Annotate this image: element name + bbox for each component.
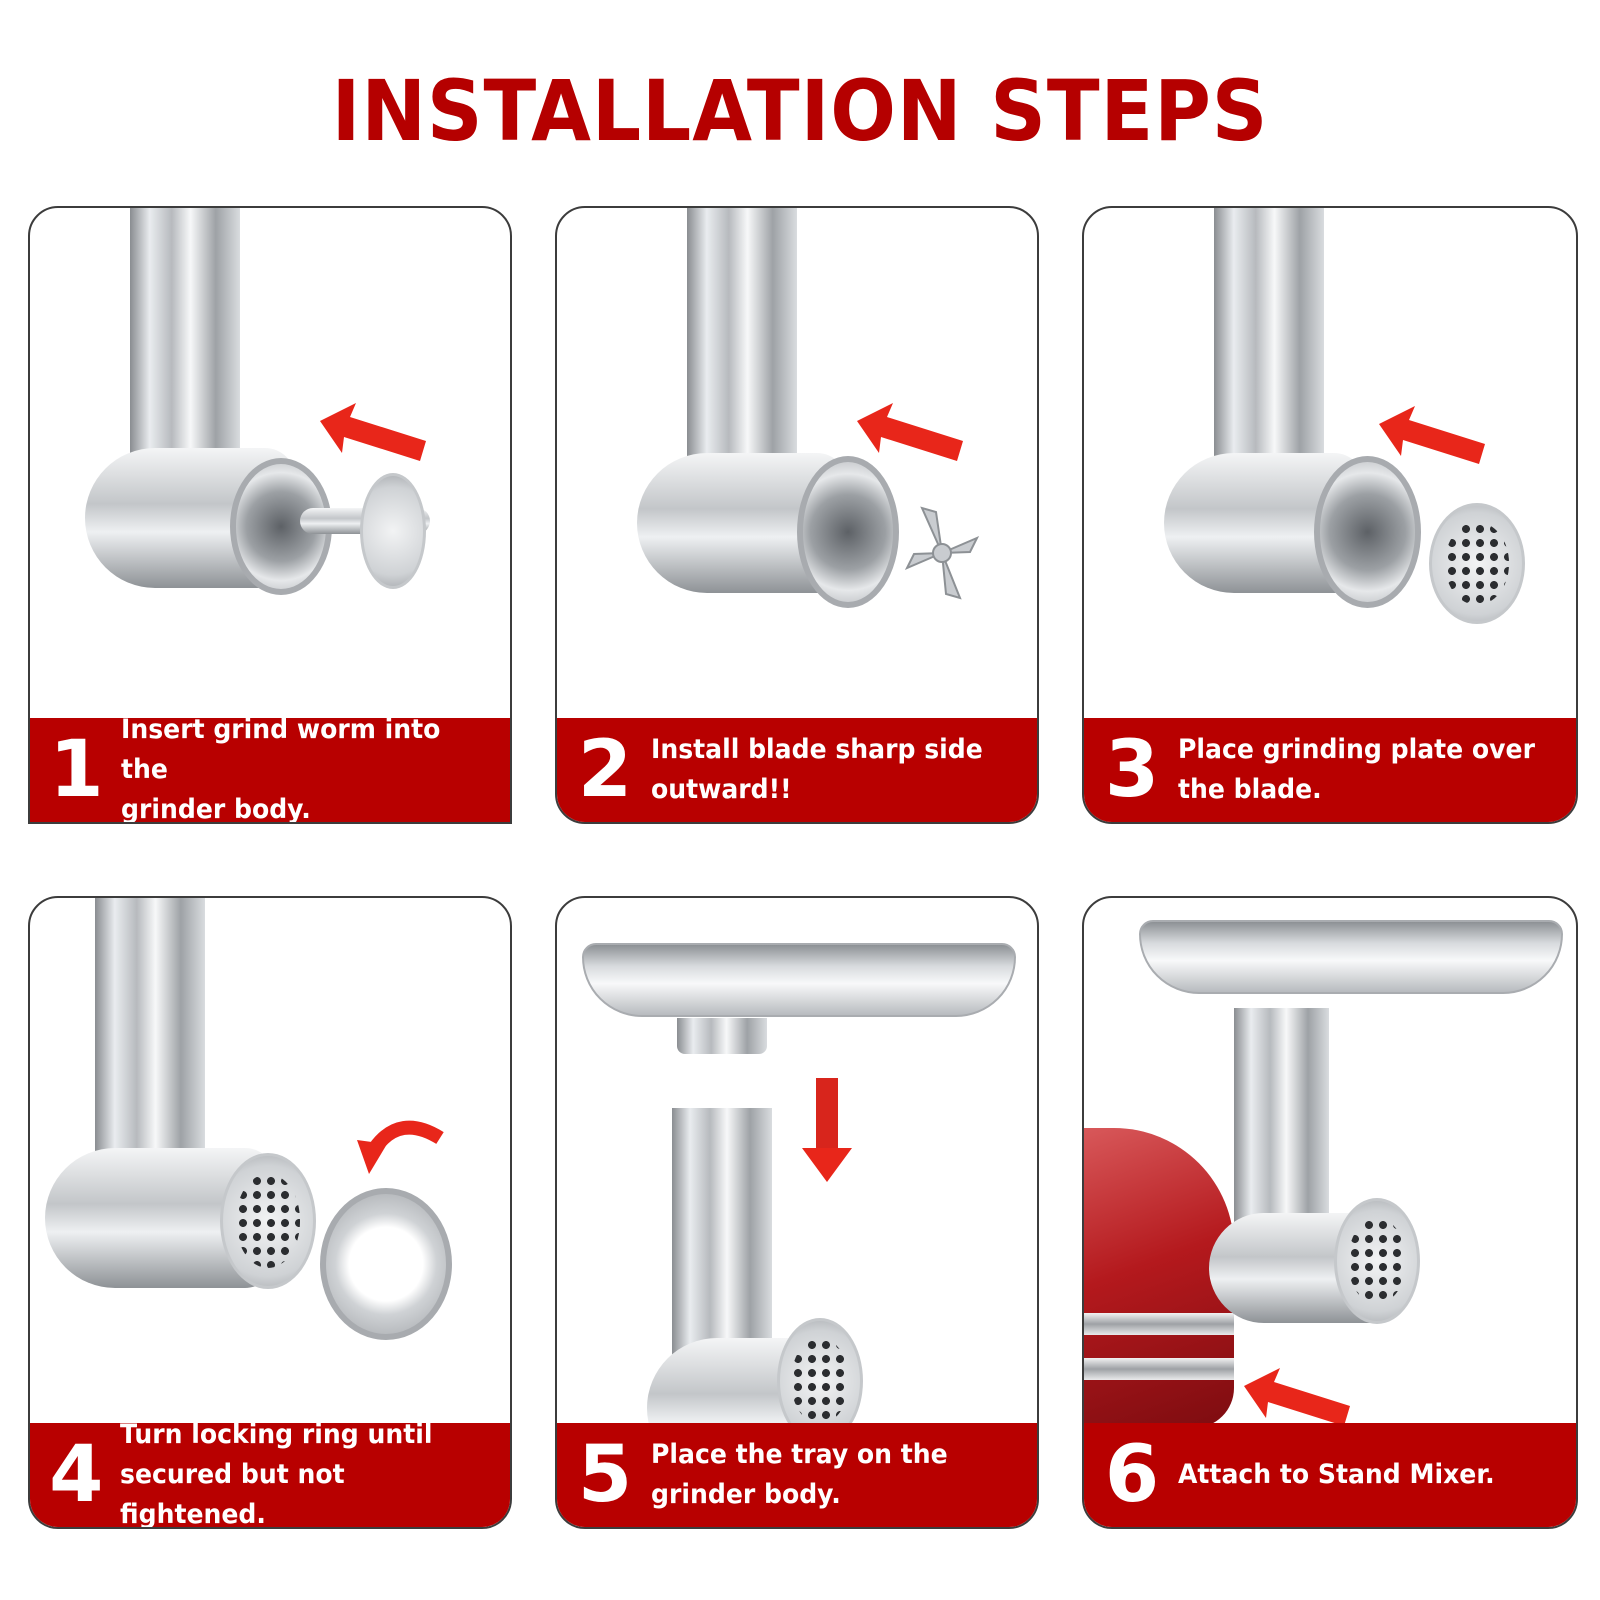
curved-arrow-icon <box>357 1120 444 1174</box>
step-panel-4: 4 Turn locking ring until secured but no… <box>28 896 512 1529</box>
locking-ring <box>320 1188 452 1340</box>
blade-icon <box>904 506 980 600</box>
grinding-plate-illustration <box>1084 208 1576 718</box>
step-caption-4: 4 Turn locking ring until secured but no… <box>30 1419 510 1527</box>
step-caption-3: 3 Place grinding plate over the blade. <box>1084 718 1576 822</box>
step-text: Place the tray on the grinder body. <box>651 1439 948 1510</box>
step-number: 3 <box>1104 725 1160 815</box>
grinding-plate <box>1429 503 1525 624</box>
step-panel-6: 6 Attach to Stand Mixer. <box>1082 896 1578 1529</box>
step-text: Install blade sharp side outward!! <box>651 734 983 805</box>
blade-illustration <box>557 208 1037 718</box>
left-arrow-icon <box>1379 406 1485 464</box>
step-caption-1: 1 Insert grind worm into the grinder bod… <box>30 714 510 822</box>
page-title: INSTALLATION STEPS <box>331 62 1269 160</box>
step-panel-1: 1 Insert grind worm into the grinder bod… <box>28 206 512 824</box>
step-caption-5: 5 Place the tray on the grinder body. <box>557 1423 1037 1527</box>
stand-mixer-illustration <box>1084 898 1576 1428</box>
step-text: Attach to Stand Mixer. <box>1178 1459 1495 1490</box>
step-text: Place grinding plate over the blade. <box>1178 734 1535 805</box>
step-panel-2: 2 Install blade sharp side outward!! <box>555 206 1039 824</box>
locking-ring-illustration <box>30 898 510 1423</box>
step-text: Turn locking ring until secured but not … <box>120 1419 433 1529</box>
step-panel-5: 5 Place the tray on the grinder body. <box>555 896 1039 1529</box>
step-number: 1 <box>49 725 104 815</box>
step-number: 4 <box>49 1430 104 1520</box>
food-tray <box>582 943 1016 1017</box>
food-tray <box>1139 920 1563 994</box>
step-caption-2: 2 Install blade sharp side outward!! <box>557 718 1037 822</box>
left-arrow-icon <box>320 403 426 461</box>
left-arrow-icon <box>1244 1368 1350 1426</box>
step-panel-3: 3 Place grinding plate over the blade. <box>1082 206 1578 824</box>
step-caption-6: 6 Attach to Stand Mixer. <box>1084 1423 1576 1527</box>
step-number: 5 <box>577 1430 633 1520</box>
step-number: 6 <box>1104 1430 1160 1520</box>
grinder-worm-illustration <box>30 208 510 718</box>
down-arrow-icon <box>802 1078 852 1182</box>
left-arrow-icon <box>857 403 963 461</box>
tray-illustration <box>557 898 1037 1478</box>
step-text: Insert grind worm into the grinder body. <box>121 714 441 824</box>
step-number: 2 <box>577 725 633 815</box>
